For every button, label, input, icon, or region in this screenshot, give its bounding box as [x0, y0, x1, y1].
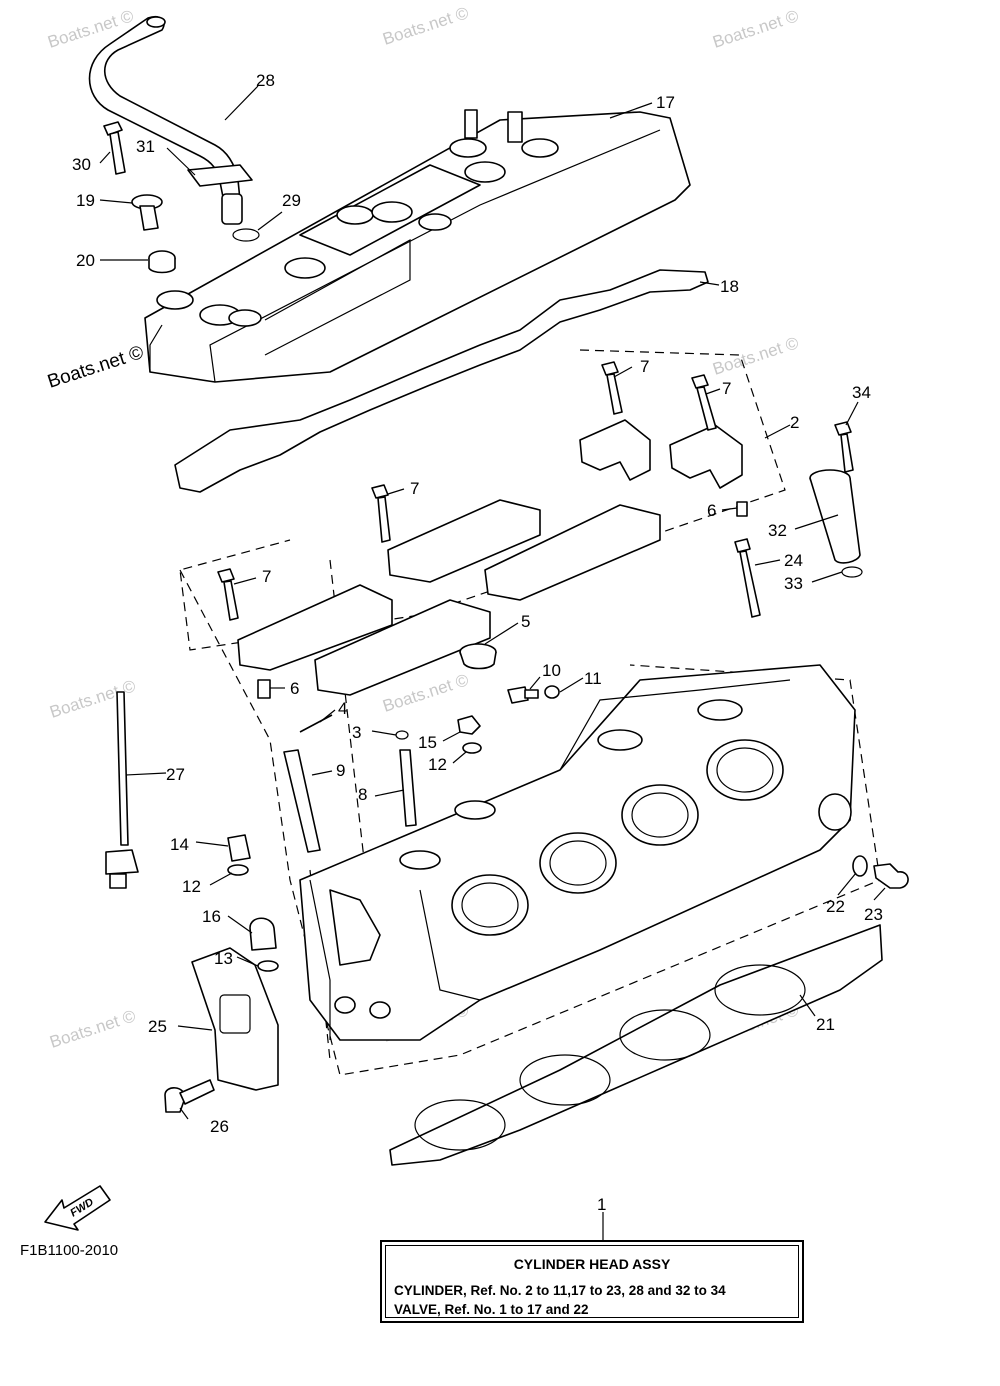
callout-18: 18	[720, 277, 739, 296]
cylinder-head	[299, 664, 856, 1041]
callout-24: 24	[784, 551, 803, 570]
camshaft-caps	[237, 419, 743, 696]
cam-cap-bolts	[217, 361, 761, 621]
callout-14: 14	[170, 835, 189, 854]
info-box: CYLINDER HEAD ASSY CYLINDER, Ref. No. 2 …	[380, 1240, 804, 1323]
callout-29: 29	[282, 191, 301, 210]
callout-20: 20	[76, 251, 95, 270]
grommet-20	[148, 250, 176, 274]
callout-32: 32	[768, 521, 787, 540]
head-cover	[144, 109, 691, 383]
info-box-inner: CYLINDER HEAD ASSY CYLINDER, Ref. No. 2 …	[385, 1245, 799, 1318]
callout-10: 10	[542, 661, 561, 680]
callout-2: 2	[790, 413, 799, 432]
callout-33: 33	[784, 574, 803, 593]
head-gasket	[389, 924, 883, 1166]
bolt-19	[131, 194, 163, 231]
callout-26: 26	[210, 1117, 229, 1136]
dowel-6	[257, 679, 271, 699]
breather-hose	[88, 15, 253, 225]
callout-27: 27	[166, 765, 185, 784]
callout-6: 6	[707, 501, 716, 520]
callout-16: 16	[202, 907, 221, 926]
watermark: Boats.net ©	[710, 6, 801, 52]
info-box-title: CYLINDER HEAD ASSY	[513, 1256, 671, 1272]
callout-30: 30	[72, 155, 91, 174]
washer-22	[852, 855, 868, 877]
callout-21: 21	[816, 1015, 835, 1034]
callout-7: 7	[640, 357, 649, 376]
callout-25: 25	[148, 1017, 167, 1036]
bracket-parts	[164, 834, 279, 1113]
callout-9: 9	[336, 761, 345, 780]
callout-3: 3	[352, 723, 361, 742]
dowel-6	[736, 501, 748, 517]
leader-lines	[99, 85, 886, 1240]
callout-15: 15	[418, 733, 437, 752]
callout-11: 11	[584, 669, 602, 688]
callout-12: 12	[428, 755, 447, 774]
callout-numbers: 28 17 30 31 19 29 20 18 7 7 2 34 7 6 32 …	[72, 71, 883, 1214]
callout-17: 17	[656, 93, 675, 112]
o-ring-33	[841, 566, 863, 578]
watermark: Boats.net ©	[380, 3, 471, 49]
callout-13: 13	[214, 949, 233, 968]
sleeve-32	[809, 421, 861, 564]
bolt-23	[873, 863, 909, 889]
callout-19: 19	[76, 191, 95, 210]
fwd-arrow: FWD	[44, 1185, 111, 1231]
diagram-code: F1B1100-2010	[20, 1242, 119, 1259]
callout-8: 8	[358, 785, 367, 804]
o-ring-29	[232, 228, 260, 242]
watermark: Boats.net ©	[47, 1006, 138, 1052]
callout-22: 22	[826, 897, 845, 916]
callout-5: 5	[521, 612, 530, 631]
small-parts	[227, 643, 560, 876]
callout-31: 31	[136, 137, 155, 156]
callout-23: 23	[864, 905, 883, 924]
callout-7: 7	[262, 567, 271, 586]
cover-gasket	[174, 269, 709, 493]
callout-7: 7	[410, 479, 419, 498]
callout-28: 28	[256, 71, 275, 90]
callout-1: 1	[597, 1195, 606, 1214]
callout-6: 6	[290, 679, 299, 698]
info-box-line-2: VALVE, Ref. No. 1 to 17 and 22	[394, 1302, 589, 1317]
bolt-30	[103, 121, 126, 175]
watermark-dark: Boats.net ©	[45, 342, 146, 393]
info-box-line-1: CYLINDER, Ref. No. 2 to 11,17 to 23, 28 …	[394, 1283, 726, 1298]
callout-7: 7	[722, 379, 731, 398]
callout-4: 4	[338, 699, 347, 718]
dipstick-27	[105, 691, 139, 889]
callout-12: 12	[182, 877, 201, 896]
callout-34: 34	[852, 383, 871, 402]
watermark: Boats.net ©	[710, 333, 801, 379]
